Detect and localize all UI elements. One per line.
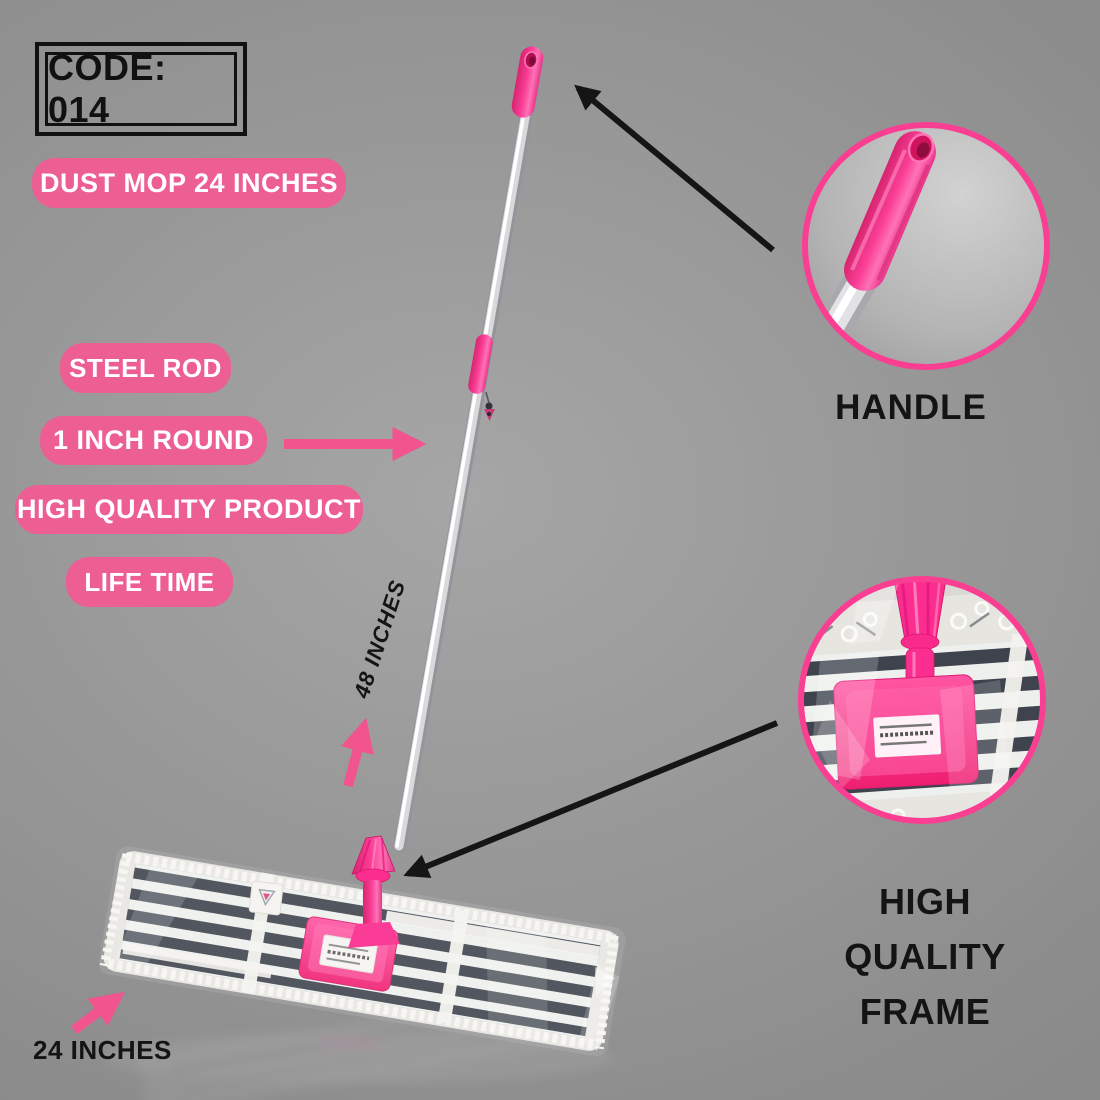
frame-callout-label-line1: HIGH QUALITY xyxy=(844,881,1006,977)
pad-brand-tag xyxy=(248,880,284,916)
arrow-pad-width xyxy=(71,991,125,1034)
frame-callout-label-line2: FRAME xyxy=(859,991,991,1032)
pad-strap xyxy=(122,942,273,979)
charm xyxy=(485,402,493,410)
frame-callout-label: HIGH QUALITY FRAME xyxy=(795,874,1055,1039)
plastic-sheen xyxy=(810,581,1010,790)
product-code-box: CODE: 014 xyxy=(35,42,247,136)
frame-callout-photo xyxy=(803,581,1041,819)
pad-strap xyxy=(988,633,1029,810)
handle-callout-label: HANDLE xyxy=(835,388,987,427)
product-code: CODE: 014 xyxy=(48,47,167,130)
feature-pill-one-inch-round: 1 INCH ROUND xyxy=(40,416,267,465)
handle-callout-ring xyxy=(802,122,1050,370)
pad-strap xyxy=(385,910,601,958)
charm-string xyxy=(485,391,490,404)
frame-callout-ring xyxy=(798,576,1046,824)
handle-grip xyxy=(511,46,544,118)
rod-joint xyxy=(468,334,495,421)
arrow-to-frame xyxy=(403,720,779,879)
steel-rod xyxy=(393,105,534,853)
feature-pill-high-quality: HIGH QUALITY PRODUCT xyxy=(15,485,363,534)
callout-frame xyxy=(833,674,979,790)
arrow-rod-length xyxy=(341,717,374,788)
plastic-wrap xyxy=(98,846,626,1057)
product-code-inner-border: CODE: 014 xyxy=(45,47,237,130)
pad-width-label: 24 INCHES xyxy=(33,1035,172,1065)
feature-pill-life-time: LIFE TIME xyxy=(66,557,233,607)
pad-strap xyxy=(437,909,470,1024)
title-pill: DUST MOP 24 INCHES xyxy=(32,158,346,208)
handle-callout-photo xyxy=(807,127,1045,365)
feature-pill-steel-rod: STEEL ROD xyxy=(60,343,231,393)
frame-connector xyxy=(348,835,400,948)
arrow-to-handle xyxy=(574,84,775,253)
